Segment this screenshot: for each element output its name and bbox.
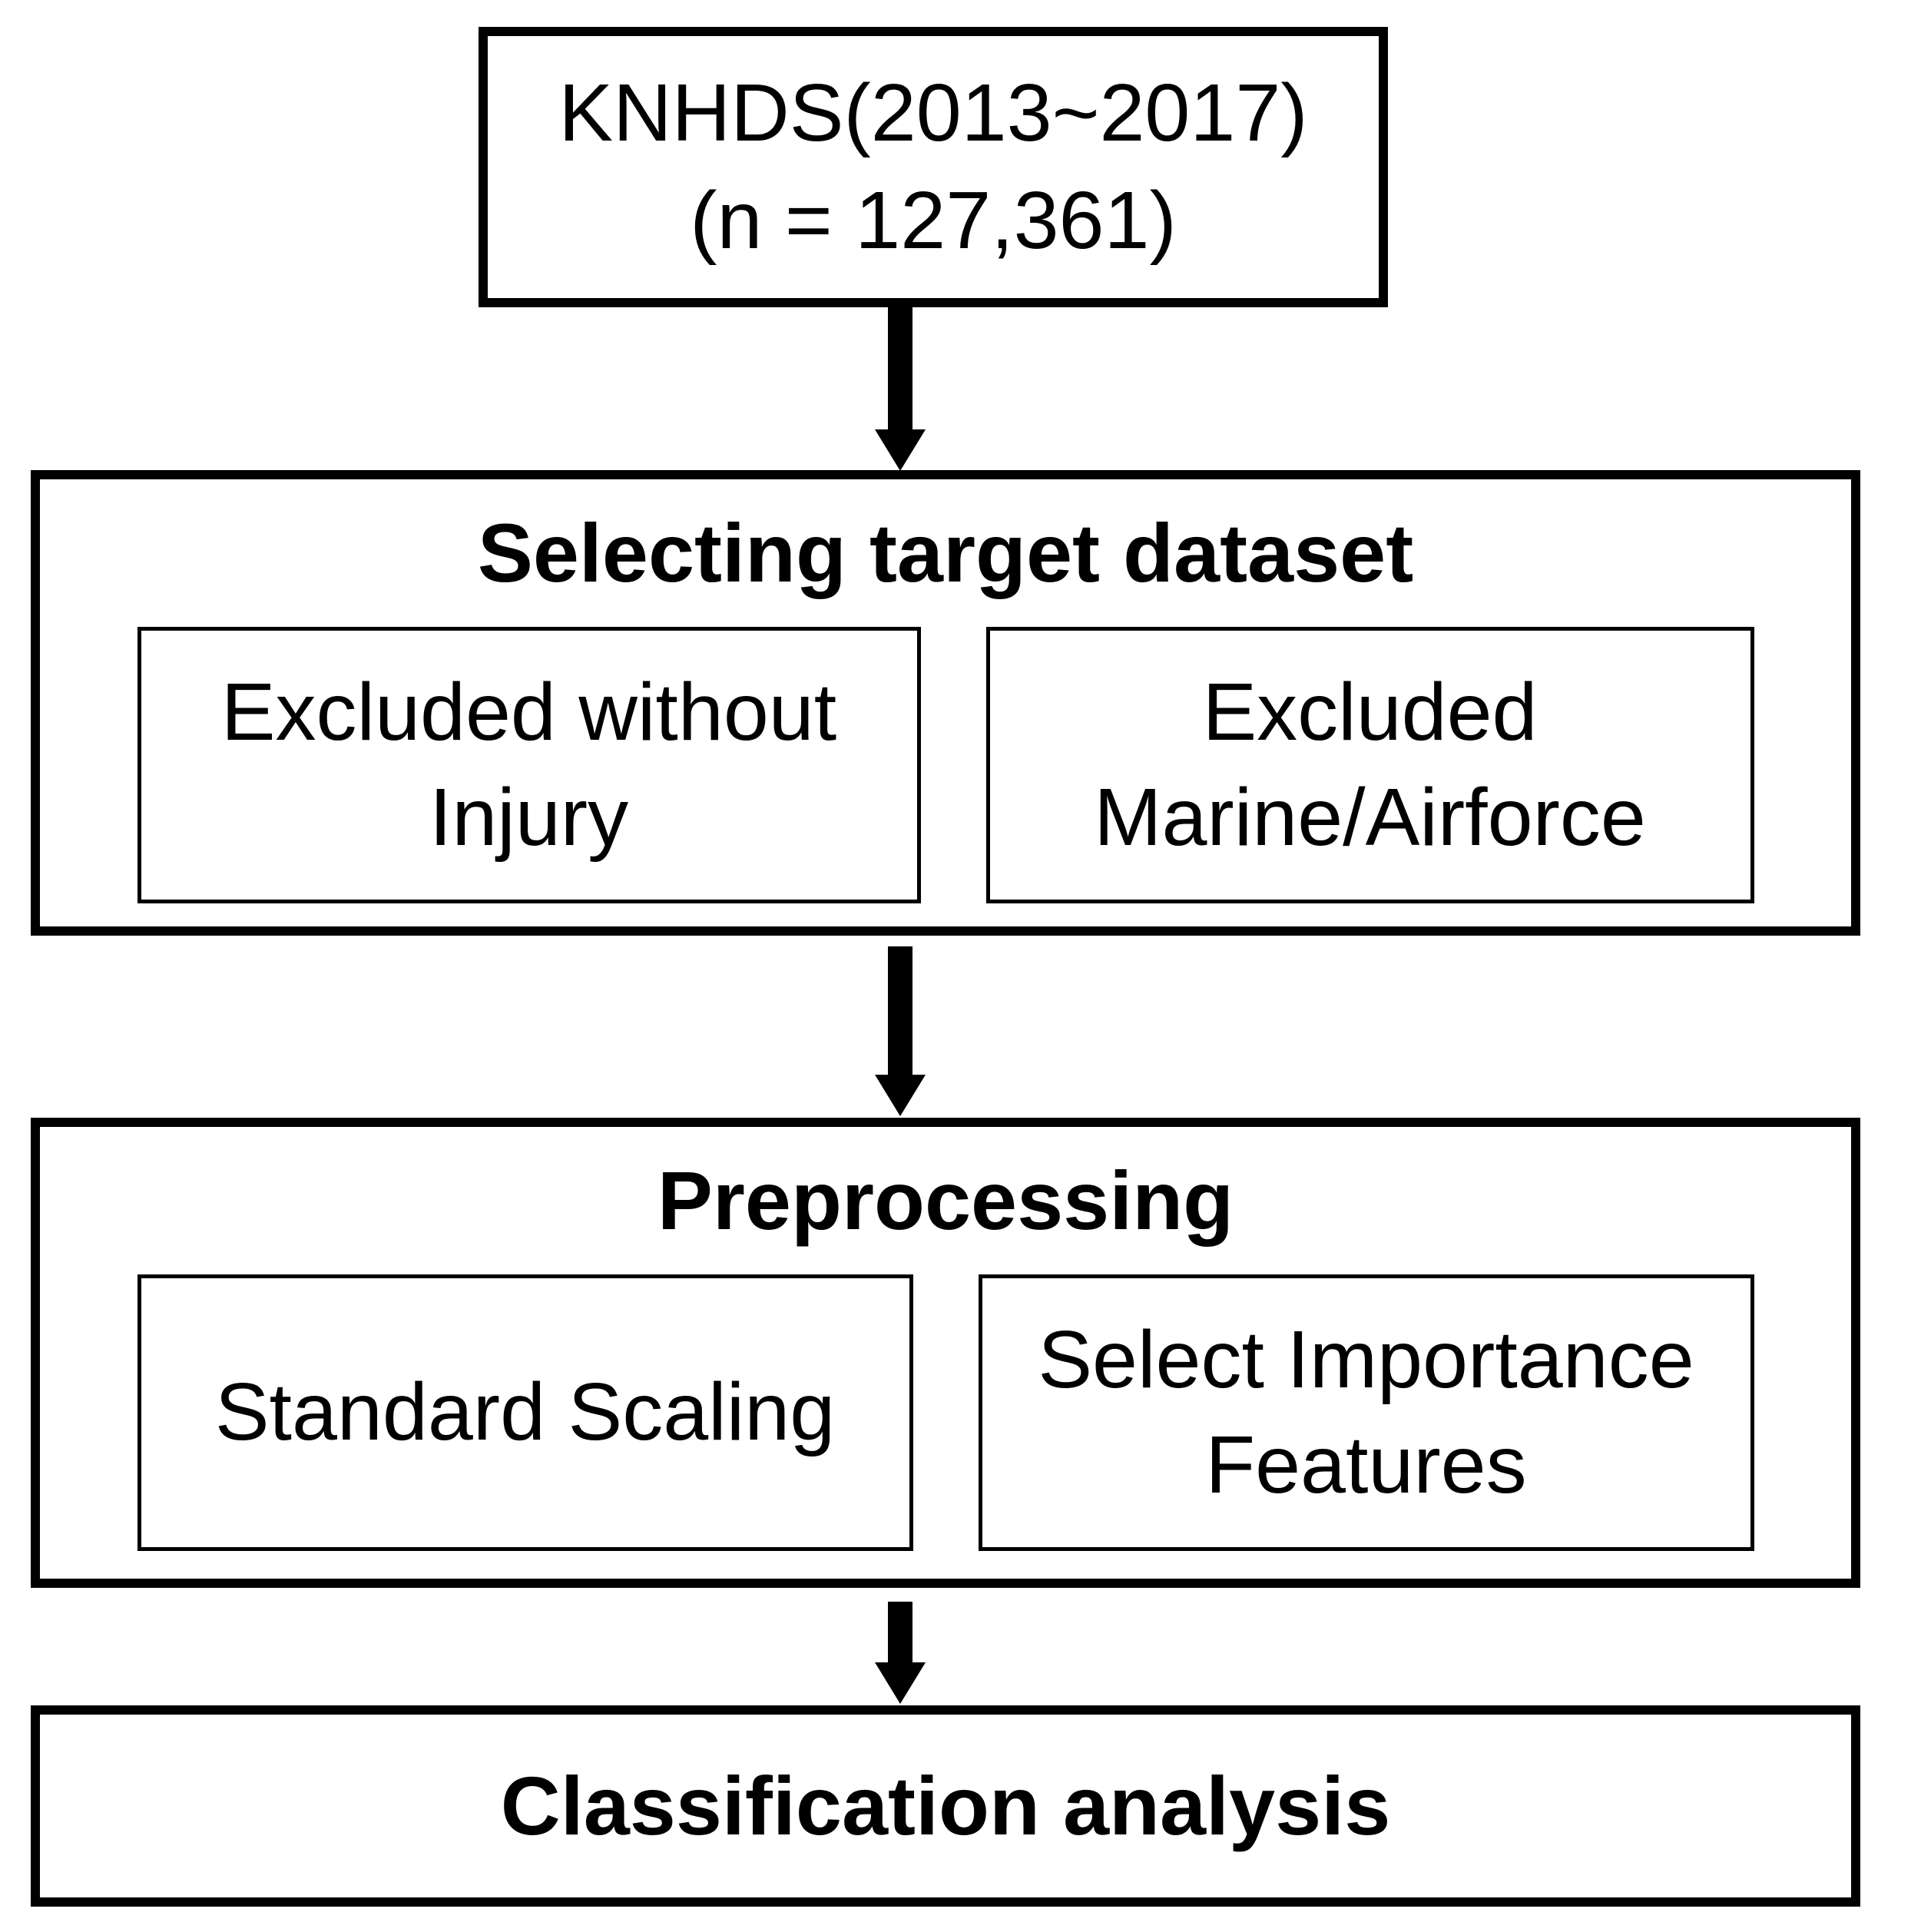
source-dataset-box: KNHDS(2013~2017) (n = 127,361) [479, 27, 1388, 307]
sub-box-select-importance-features: Select Importance Features [978, 1274, 1754, 1552]
sub-box-excluded-without-injury: Excluded without Injury [137, 627, 921, 904]
sub-box-text: Standard Scaling [214, 1367, 836, 1458]
down-arrow-icon-3 [875, 1602, 926, 1704]
section-preprocessing: Preprocessing Standard Scaling Select Im… [31, 1118, 1860, 1588]
sub-box-text: Select Importance Features [1038, 1314, 1694, 1511]
sub-box-standard-scaling: Standard Scaling [137, 1274, 913, 1552]
section-title-selecting-target-dataset: Selecting target dataset [477, 506, 1414, 599]
sub-box-excluded-marine-airforce: Excluded Marine/Airforce [985, 627, 1754, 904]
section-classification-analysis: Classification analysis [31, 1705, 1860, 1907]
section-title-classification-analysis: Classification analysis [500, 1758, 1391, 1852]
sub-box-text: Excluded Marine/Airforce [1094, 666, 1646, 863]
source-dataset-text: KNHDS(2013~2017) (n = 127,361) [558, 67, 1308, 266]
sub-box-text: Excluded without Injury [220, 666, 837, 863]
section-title-preprocessing: Preprocessing [657, 1154, 1234, 1247]
selecting-sub-box-row: Excluded without Injury Excluded Marine/… [40, 627, 1851, 904]
down-arrow-icon-1 [875, 307, 926, 471]
down-arrow-icon-2 [875, 946, 926, 1116]
section-selecting-target-dataset: Selecting target dataset Excluded withou… [31, 470, 1860, 936]
preprocessing-sub-box-row: Standard Scaling Select Importance Featu… [40, 1274, 1851, 1552]
